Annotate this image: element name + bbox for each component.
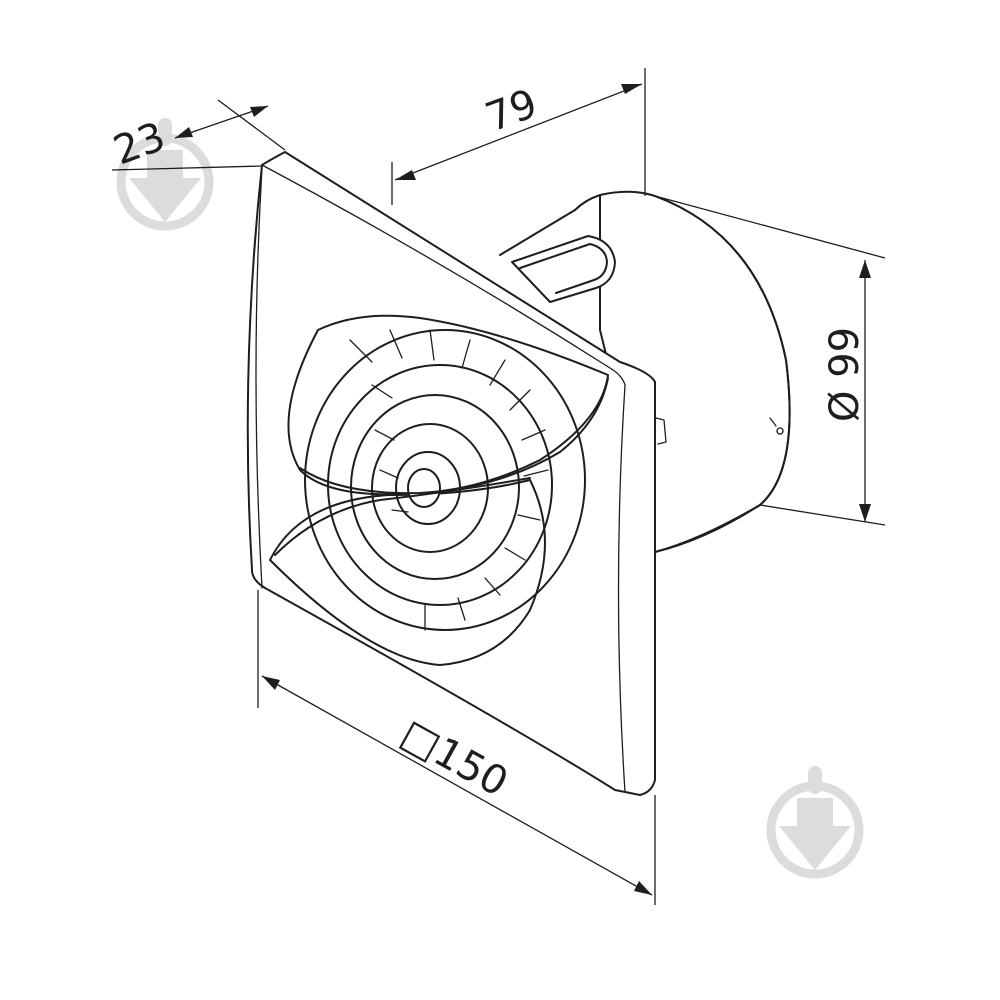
dimension-79-label: 79	[480, 81, 544, 142]
front-grille	[269, 314, 609, 666]
switch-mark-icon	[769, 417, 784, 435]
dimension-150-label: □150	[393, 711, 515, 807]
dimension-79: 79	[391, 68, 646, 205]
dimension-diameter-label: Ø 99	[822, 327, 868, 422]
rear-spigot	[511, 235, 667, 445]
dimension-23: 23	[108, 99, 286, 174]
watermark-logo-bottom	[766, 766, 864, 879]
dimension-diameter: Ø 99	[654, 195, 886, 526]
